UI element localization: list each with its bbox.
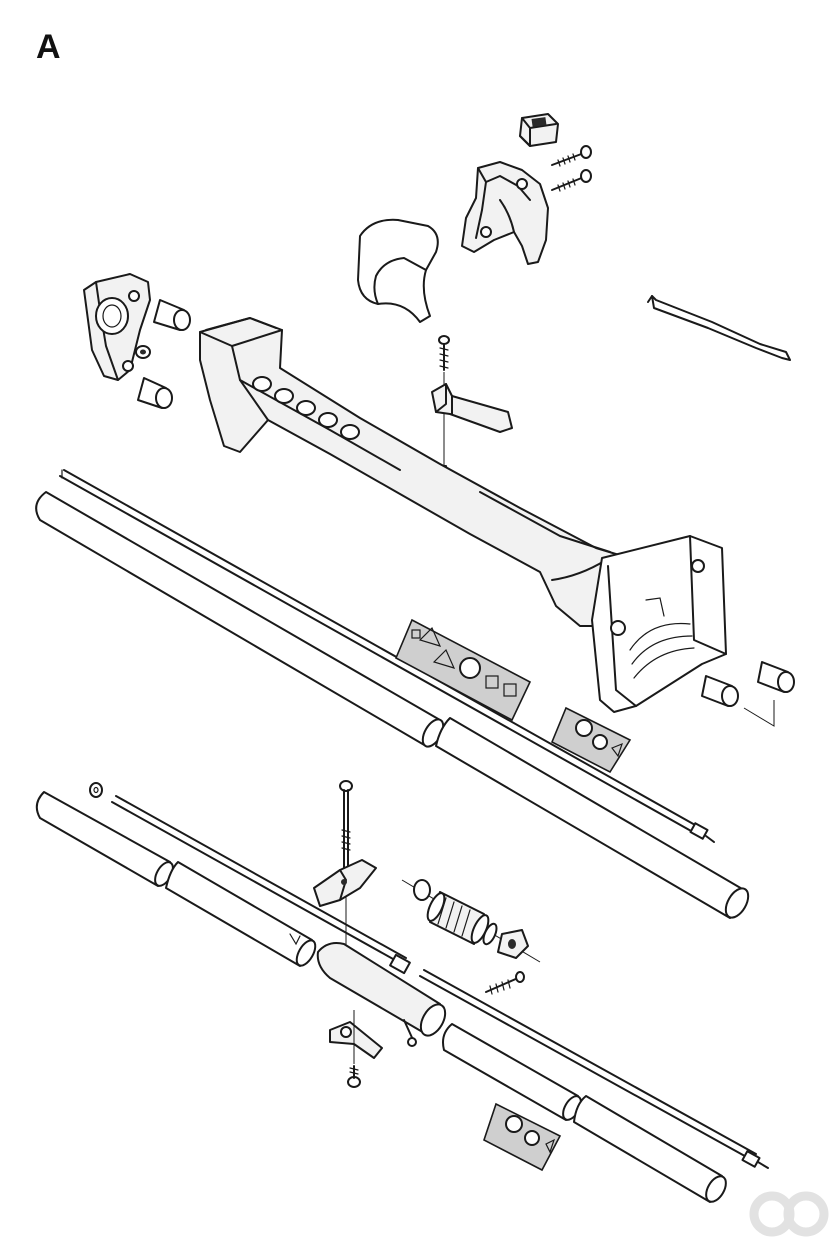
long-bolt bbox=[339, 780, 353, 950]
wing-knob bbox=[313, 859, 377, 907]
filter-cartridge bbox=[426, 891, 498, 946]
throttle-cable bbox=[647, 295, 791, 361]
grip-cover bbox=[357, 218, 439, 323]
lever-bracket bbox=[431, 383, 513, 433]
warning-label-sheet bbox=[394, 618, 532, 722]
o-ring bbox=[413, 879, 431, 901]
main-shaft-housing bbox=[199, 317, 653, 627]
safety-decal-lower bbox=[483, 1102, 562, 1172]
drive-shaft-lower-right bbox=[419, 969, 769, 1169]
section-letter: A bbox=[36, 28, 61, 66]
hex-nut bbox=[497, 929, 529, 959]
washer bbox=[89, 782, 103, 798]
screw-upper bbox=[551, 145, 592, 167]
handle-housing-half bbox=[461, 161, 549, 265]
gear-head-housing bbox=[591, 535, 727, 713]
rubber-plug-right-upper bbox=[757, 661, 795, 693]
drive-shaft-lower-left bbox=[111, 795, 411, 975]
tube-lower-left-a bbox=[35, 791, 174, 887]
small-nut bbox=[135, 345, 151, 359]
tube-upper-left bbox=[35, 491, 445, 748]
screw-lower bbox=[551, 169, 592, 192]
drive-shaft-upper bbox=[59, 469, 715, 843]
tube-coupler bbox=[316, 942, 447, 1047]
screw-lower-right bbox=[485, 971, 525, 995]
rubber-plug-lower bbox=[137, 377, 173, 409]
tube-lower-left-b bbox=[165, 861, 317, 967]
mounting-bracket bbox=[329, 1021, 383, 1059]
tube-upper-right bbox=[435, 717, 750, 919]
switch-block bbox=[519, 113, 559, 147]
plug-leader-line bbox=[743, 700, 775, 727]
watermark-logo bbox=[749, 1191, 829, 1237]
lower-bolt bbox=[347, 1010, 361, 1088]
rear-cap-housing bbox=[83, 273, 151, 381]
rubber-plug-right-lower bbox=[701, 675, 739, 707]
safety-decal-upper bbox=[550, 706, 632, 774]
tube-lower-right-b bbox=[573, 1095, 727, 1203]
rubber-plug-upper bbox=[153, 299, 191, 331]
tube-lower-right-a bbox=[442, 1023, 582, 1121]
